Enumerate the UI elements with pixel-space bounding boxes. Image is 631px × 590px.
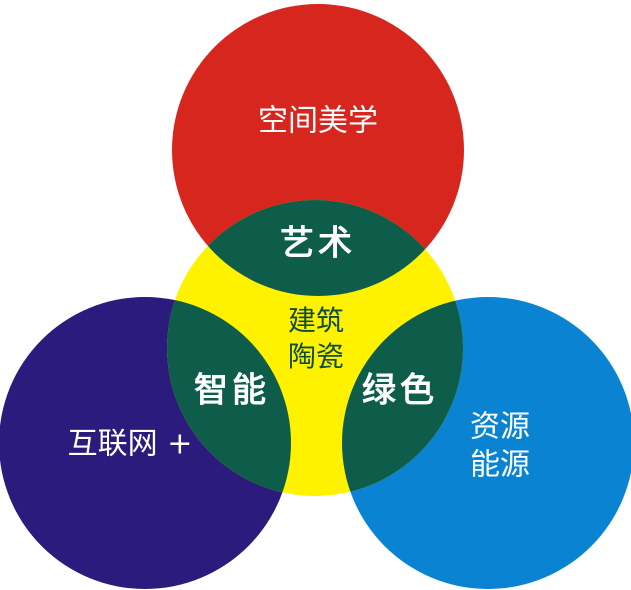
top-circle-label: 空间美学: [258, 104, 378, 139]
overlap-right-label: 绿色: [362, 371, 438, 411]
center-label-line2: 陶瓷: [288, 340, 344, 373]
left-circle-label: 互联网 +: [68, 427, 193, 462]
right-circle-label-line1: 资源: [470, 410, 530, 445]
overlap-right-center: [342, 297, 463, 496]
overlap-left-label: 智能: [194, 371, 270, 411]
right-circle-label-line2: 能源: [470, 448, 530, 483]
overlap-top-center: [172, 200, 463, 296]
center-label-line1: 建筑: [288, 304, 344, 337]
overlap-top-label: 艺术: [280, 224, 356, 264]
overlap-left-center: [167, 297, 291, 496]
